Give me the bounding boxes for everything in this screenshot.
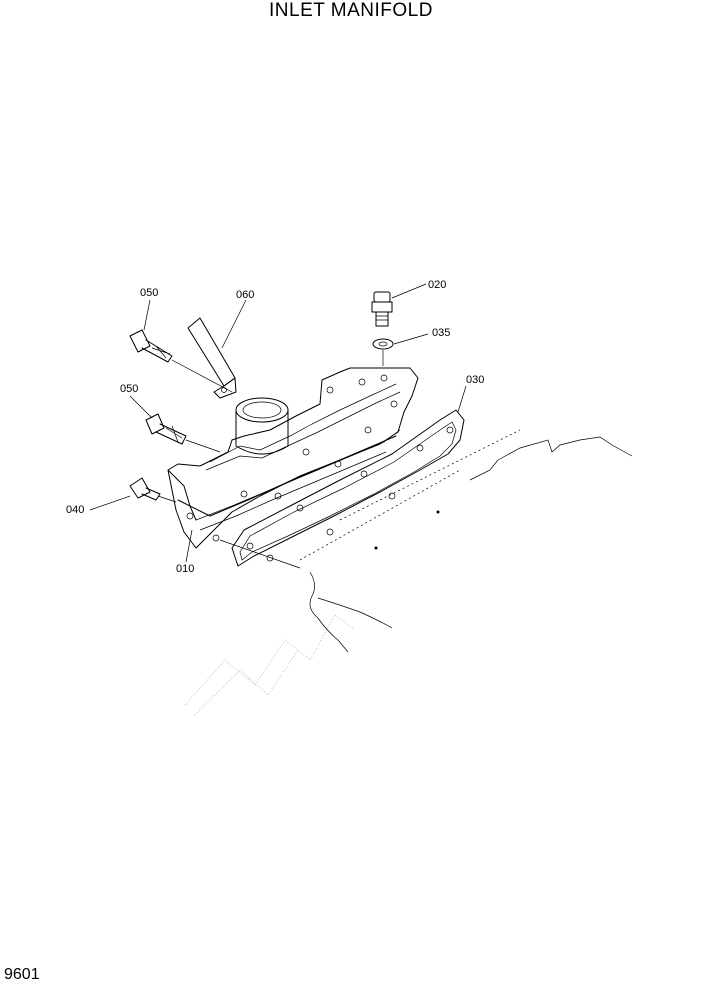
gasket-030 [231, 409, 465, 567]
bolt-050-upper [129, 329, 173, 363]
callout-050-upper: 050 [140, 287, 158, 299]
callout-050-lower: 050 [120, 383, 138, 395]
bolt-050-lower [145, 413, 187, 445]
bracket-060 [187, 317, 237, 399]
callout-035: 035 [432, 327, 450, 339]
stud-bolt-040 [129, 477, 161, 501]
assembly-lines [157, 350, 384, 569]
callout-020: 020 [428, 279, 446, 291]
callout-010: 010 [176, 563, 194, 575]
watermark [184, 614, 356, 716]
page-code: 9601 [4, 966, 40, 983]
callout-060: 060 [236, 289, 254, 301]
page-title: INLET MANIFOLD [269, 0, 433, 21]
inlet-manifold-010 [167, 367, 419, 549]
callout-030: 030 [466, 374, 484, 386]
leader-lines [89, 283, 467, 563]
fitting-020 [371, 291, 393, 327]
callout-040: 040 [66, 504, 84, 516]
washer-035 [372, 338, 394, 350]
engine-block [299, 429, 633, 653]
